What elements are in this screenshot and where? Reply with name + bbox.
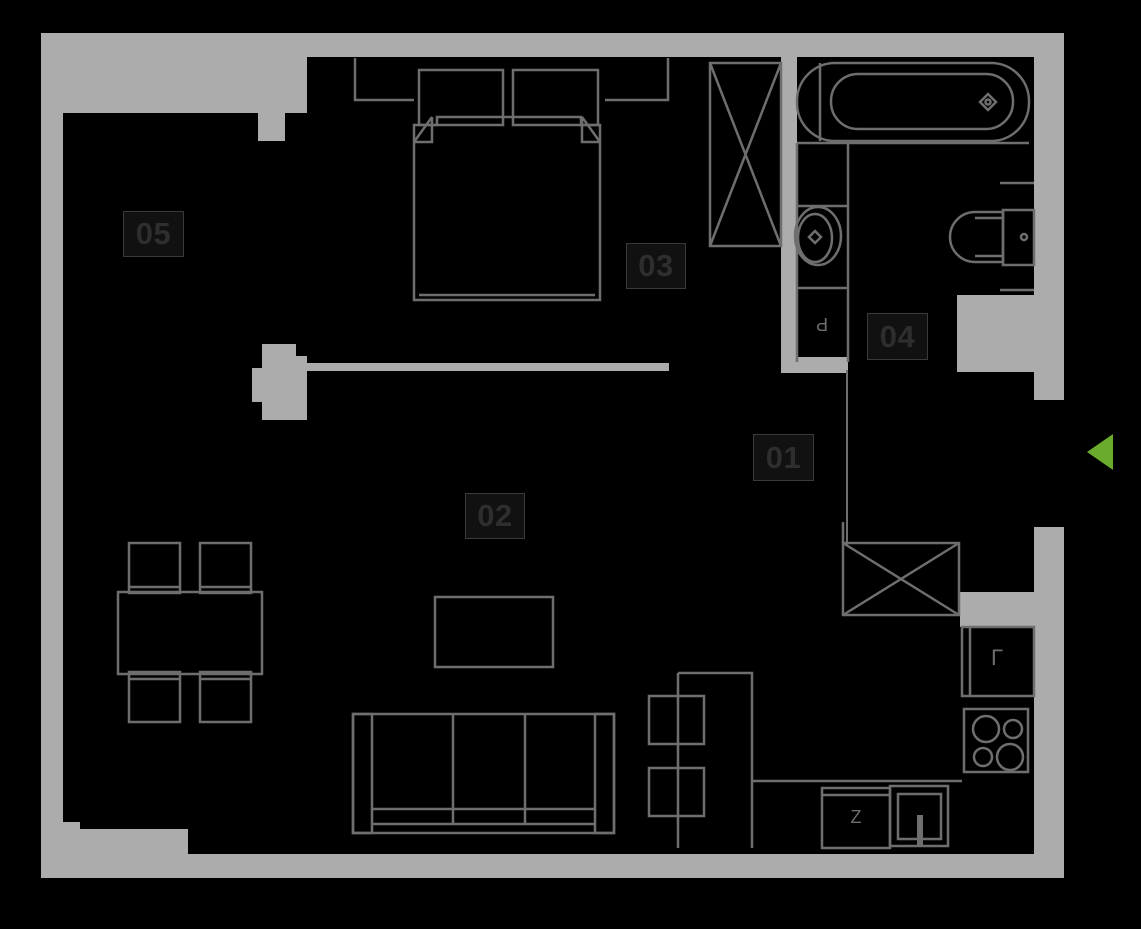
toilet-seat-line xyxy=(975,216,1003,258)
room-label-01[interactable]: 01 xyxy=(753,434,814,481)
sofa-armrest-right xyxy=(593,712,616,835)
cooktop-burner-small-bottom-left xyxy=(972,746,994,768)
double-bed xyxy=(412,115,602,302)
dining-chair-top-right xyxy=(198,541,253,595)
coffee-table xyxy=(433,595,555,669)
bed-blanket-fold-left xyxy=(412,116,434,143)
room-label-04[interactable]: 04 xyxy=(867,313,928,360)
appliance-marks-group: P Z Γ xyxy=(816,314,1003,827)
bed-blanket-fold-right xyxy=(580,116,602,143)
dining-table xyxy=(116,590,264,676)
room-label-03[interactable]: 03 xyxy=(626,243,686,289)
wall-right-upper xyxy=(957,33,1064,400)
washbasin-outer xyxy=(793,205,843,267)
walls-group xyxy=(41,33,1064,878)
bathtub-outer xyxy=(795,61,1031,143)
dishwasher-label: Z xyxy=(851,807,862,827)
dining-chair-bottom-right xyxy=(198,670,253,724)
bedroom-furniture-group xyxy=(353,58,783,302)
entrance-arrow[interactable] xyxy=(1087,434,1113,470)
wall-bottom xyxy=(41,822,1064,878)
sofa-seat-splits xyxy=(451,809,527,824)
bathroom-fixtures-group xyxy=(793,61,1036,362)
wall-right-lower xyxy=(960,527,1064,878)
bathtub-inner xyxy=(829,72,1015,131)
refrigerator-label: Γ xyxy=(991,645,1003,670)
kitchen-island xyxy=(678,671,754,848)
dining-chair-bottom-left xyxy=(127,670,182,724)
dining-chair-top-left xyxy=(127,541,182,595)
bar-stool-lower xyxy=(647,766,706,818)
wall-top xyxy=(41,33,1064,141)
sofa-seat-front-line xyxy=(372,807,595,826)
wall-balcony-rail xyxy=(296,363,669,371)
bed-blanket xyxy=(414,117,434,144)
sofa-armrest-left xyxy=(351,712,374,835)
toilet-cistern xyxy=(1001,208,1036,267)
vanity-counter xyxy=(795,143,850,362)
wardrobe-door-x xyxy=(708,62,783,247)
refrigerator xyxy=(960,625,1036,698)
bedroom-shelf-right xyxy=(605,58,670,102)
dining-chair-backs xyxy=(129,585,251,681)
nightstand-right xyxy=(511,68,600,127)
toilet-flush-button xyxy=(1019,232,1029,242)
bathtub-drain-icon xyxy=(978,92,998,112)
sofa-cushion-dividers xyxy=(451,714,527,809)
wardrobe xyxy=(708,61,783,248)
storage-cabinet xyxy=(841,541,961,617)
dining-group xyxy=(116,541,264,724)
washbasin-drain-icon xyxy=(807,229,823,245)
bedroom-shelf-left xyxy=(353,58,414,102)
sofa-body xyxy=(351,712,616,835)
room-label-02[interactable]: 02 xyxy=(465,493,525,539)
wall-bathroom-partition xyxy=(781,57,797,368)
cooktop-burner-large-back xyxy=(995,742,1025,772)
kitchen-group xyxy=(647,522,1036,850)
cooktop xyxy=(962,707,1030,774)
wall-left-outer xyxy=(41,33,63,878)
living-group xyxy=(351,595,616,835)
storage-cabinet-x xyxy=(842,541,960,617)
washing-machine-label: P xyxy=(816,314,828,334)
washbasin-inner xyxy=(796,212,834,264)
toilet-bowl xyxy=(948,210,1005,264)
cooktop-burner-large-front xyxy=(971,714,1001,744)
room-label-05[interactable]: 05 xyxy=(123,211,184,257)
nightstand-left xyxy=(417,68,505,127)
bathtub-drain-center xyxy=(984,98,992,106)
bar-stool-upper xyxy=(647,694,706,746)
wall-balcony-pillar xyxy=(252,344,307,420)
entrance-arrow-glyph[interactable] xyxy=(1087,434,1113,470)
cooktop-burner-small-top-right xyxy=(1002,718,1024,740)
kitchen-sink-faucet xyxy=(917,815,923,846)
wall-bathroom-foot xyxy=(781,357,848,373)
bed-blanket-right xyxy=(580,117,600,144)
